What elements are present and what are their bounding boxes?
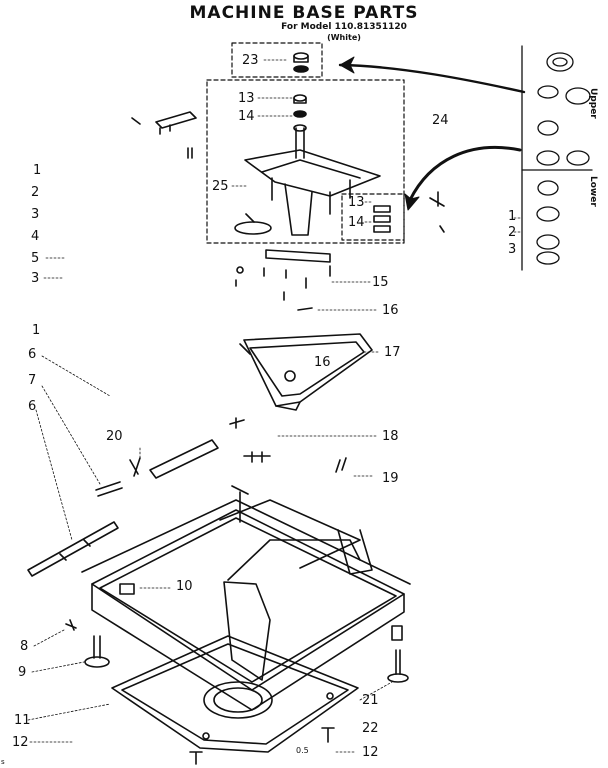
color-note: (White) — [327, 33, 361, 42]
callout-16-bracket: 16 — [314, 355, 331, 370]
callout-14-lower: 14 — [348, 215, 365, 230]
upper-label: Upper — [588, 88, 598, 119]
part-6-bracket — [27, 521, 119, 577]
callout-24: 24 — [432, 113, 449, 128]
callout-6: 6 — [28, 347, 37, 362]
right-side-hardware — [429, 191, 445, 233]
part-23-caps — [293, 52, 309, 73]
base-pan — [111, 635, 359, 753]
leveling-leg-right — [387, 625, 409, 683]
callout-left-5: 5 — [31, 251, 40, 266]
callout-6b: 6 — [28, 399, 37, 414]
callout-right-2: 2 — [508, 225, 517, 240]
callout-23: 23 — [242, 53, 259, 68]
lower-arrow — [408, 145, 522, 202]
callout-13-lower: 13 — [348, 195, 365, 210]
callout-13: 13 — [238, 91, 255, 106]
callout-right-3: 3 — [508, 242, 517, 257]
callout-12-right: 12 — [362, 745, 379, 760]
callout-left-2: 2 — [31, 185, 40, 200]
base-frame — [81, 485, 411, 711]
callout-11: 11 — [14, 713, 31, 728]
callout-17: 17 — [384, 345, 401, 360]
corner-mark: s — [1, 758, 5, 766]
callout-left-1b: 1 — [32, 323, 41, 338]
callout-left-4: 4 — [31, 229, 40, 244]
part-13-14-lower-box — [341, 193, 405, 241]
leveling-leg-left — [65, 619, 110, 668]
callout-18: 18 — [382, 429, 399, 444]
callout-21: 21 — [362, 693, 379, 708]
upper-left-hardware — [131, 111, 197, 159]
part-17-bracket — [239, 333, 373, 411]
callout-left-3b: 3 — [31, 271, 40, 286]
callout-20: 20 — [106, 429, 123, 444]
callout-7: 7 — [28, 373, 37, 388]
part-23-box — [231, 42, 323, 78]
callout-right-1: 1 — [508, 209, 517, 224]
callout-15: 15 — [372, 275, 389, 290]
lower-label: Lower — [588, 176, 598, 207]
drive-spider — [234, 124, 391, 236]
mid-hardware — [95, 417, 347, 497]
leader-lines — [27, 59, 521, 753]
callout-19: 19 — [382, 471, 399, 486]
upper-arrow — [338, 63, 526, 94]
part-13-14-upper — [293, 94, 307, 118]
callout-left-1: 1 — [33, 163, 42, 178]
ring-sets-panel — [521, 45, 593, 271]
upper-assembly-box — [206, 79, 405, 244]
callout-8: 8 — [20, 639, 29, 654]
model-number: For Model 110.81351120 — [281, 22, 407, 32]
callout-12: 12 — [12, 735, 29, 750]
page-title: MACHINE BASE PARTS — [189, 3, 419, 23]
callout-22: 22 — [362, 721, 379, 736]
callout-25: 25 — [212, 179, 229, 194]
callout-14: 14 — [238, 109, 255, 124]
callout-16: 16 — [382, 303, 399, 318]
callout-10: 10 — [176, 579, 193, 594]
callout-9: 9 — [18, 665, 27, 680]
part-15-hardware — [235, 249, 331, 311]
footer-code: 0.5 — [296, 746, 309, 755]
callout-left-3: 3 — [31, 207, 40, 222]
screws — [189, 727, 335, 765]
